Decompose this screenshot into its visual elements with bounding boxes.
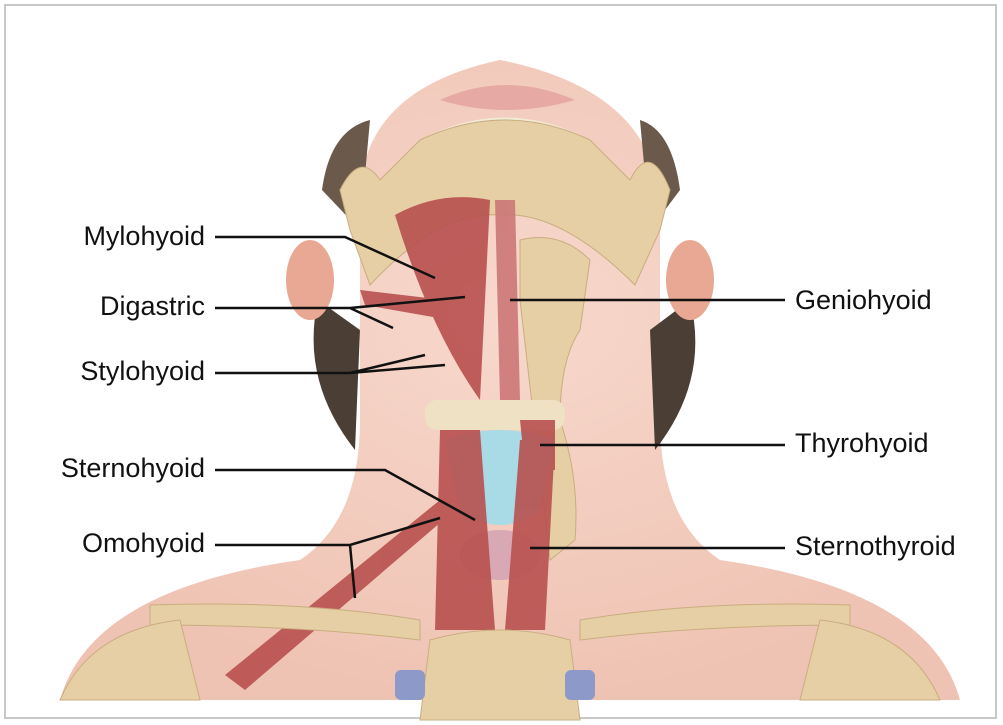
leader-digastric <box>215 295 466 330</box>
label-mylohyoid: Mylohyoid <box>83 221 205 251</box>
sternothyroid-muscle <box>505 440 555 630</box>
ear-right <box>666 240 714 320</box>
thyrohyoid-muscle <box>520 420 555 470</box>
label-thyrohyoid: Thyrohyoid <box>795 428 929 458</box>
cervical-spine <box>519 237 591 561</box>
digastric-muscle <box>360 290 450 320</box>
label-stylohyoid: Stylohyoid <box>80 356 205 386</box>
label-sternothyroid: Sternothyroid <box>795 531 956 561</box>
rib-cartilage-left <box>395 670 425 700</box>
geniohyoid-muscle <box>495 200 520 400</box>
beard-right <box>650 300 696 450</box>
leader-omohyoid <box>215 516 441 599</box>
label-geniohyoid: Geniohyoid <box>795 285 932 315</box>
rib-cartilage-right <box>565 670 595 700</box>
scapula-left <box>59 619 201 701</box>
label-omohyoid: Omohyoid <box>81 528 205 558</box>
label-digastric: Digastric <box>99 291 205 321</box>
sternum <box>419 629 581 721</box>
sternohyoid-muscle <box>435 430 495 630</box>
leader-mylohyoid <box>215 235 436 280</box>
lips <box>440 85 575 110</box>
leader-stylohyoid <box>215 353 446 375</box>
omohyoid-muscle <box>225 500 455 690</box>
label-sternohyoid: Sternohyoid <box>60 453 205 483</box>
scapula-right <box>799 619 941 701</box>
ear-left <box>286 240 334 320</box>
leader-sternohyoid <box>215 468 476 522</box>
clavicle-left <box>149 603 421 641</box>
beard-left <box>313 300 360 450</box>
